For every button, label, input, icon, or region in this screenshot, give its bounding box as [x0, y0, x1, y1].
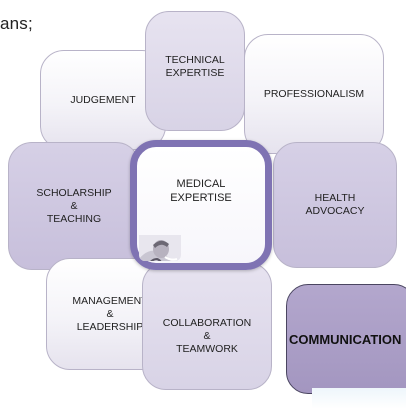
role-communication: COMMUNICATION: [286, 284, 406, 394]
role-collaboration-teamwork: COLLABORATION & TEAMWORK: [142, 262, 272, 390]
role-scholarship-teaching: SCHOLARSHIP & TEACHING: [8, 142, 140, 270]
role-health-advocacy: HEALTH ADVOCACY: [273, 142, 397, 268]
role-medical-expertise-center: MEDICAL EXPERTISE: [130, 140, 272, 270]
doctor-photo-icon: [139, 221, 181, 261]
role-technical-expertise: TECHNICAL EXPERTISE: [145, 11, 245, 131]
role-professionalism: PROFESSIONALISM: [244, 34, 384, 154]
bottom-right-glow: [312, 388, 406, 409]
clipped-heading-fragment: ans;: [0, 14, 33, 33]
medical-expertise-label: MEDICAL EXPERTISE: [170, 178, 232, 204]
